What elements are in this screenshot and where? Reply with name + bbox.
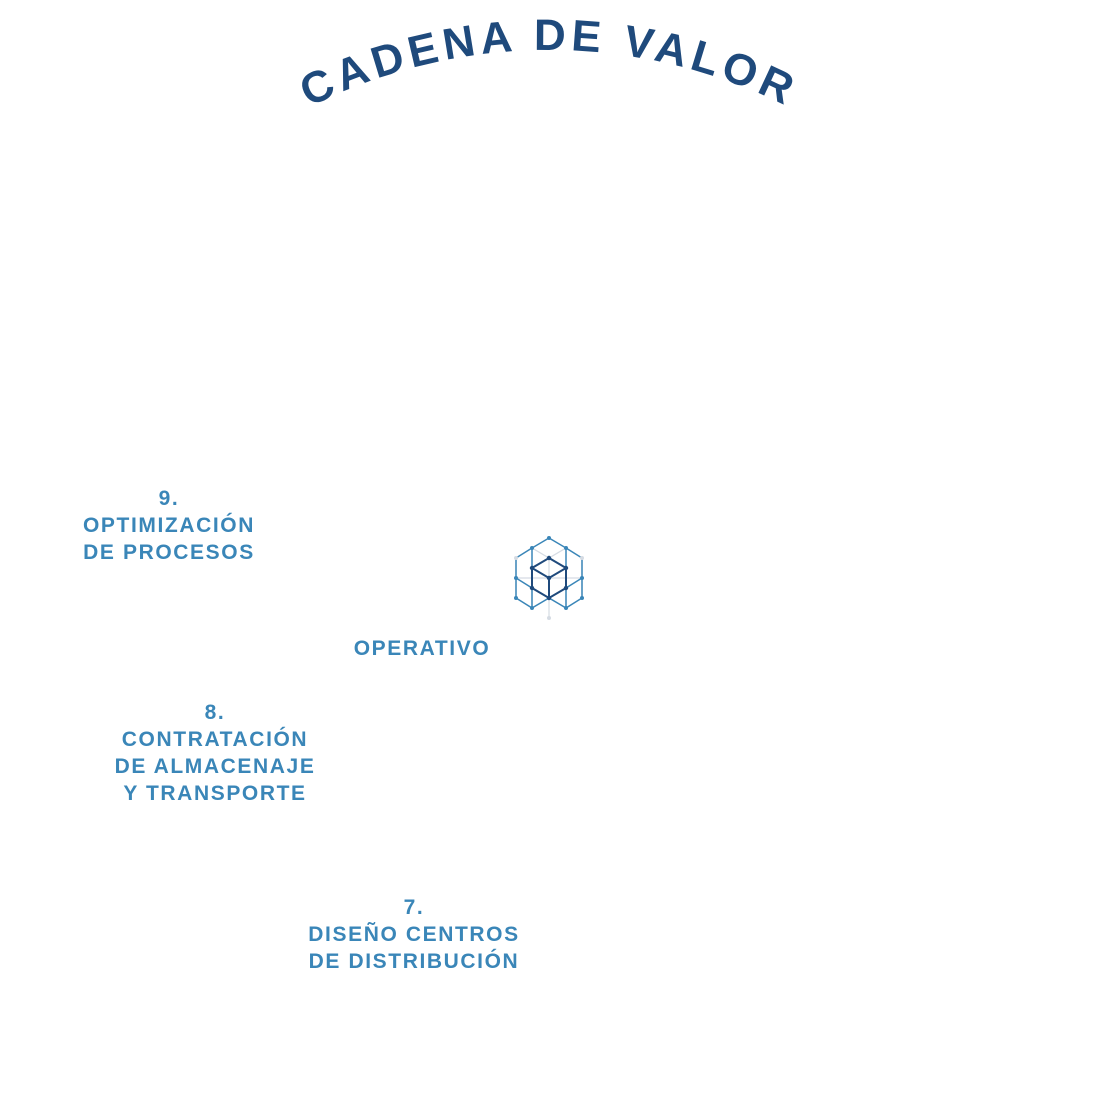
step-line: DE PROCESOS [83,541,255,564]
step-7: 7. DISEÑO CENTROS DE DISTRIBUCIÓN [308,894,519,975]
step-line: Y TRANSPORTE [123,782,307,805]
step-line: CONTRATACIÓN [121,728,309,751]
step-9: 9. OPTIMIZACIÓN DE PROCESOS [83,485,255,566]
step-number: 8. [204,701,226,724]
step-line: DE DISTRIBUCIÓN [308,950,520,973]
step-line: OPTIMIZACIÓN [82,514,256,537]
step-number: 7. [403,896,425,919]
title: CADENA DE VALOR [292,11,805,116]
cube-network-icon [514,536,584,620]
step-8: 8. CONTRATACIÓN DE ALMACENAJE Y TRANSPOR… [115,699,316,807]
step-line: DE ALMACENAJE [114,755,316,778]
step-line: DISEÑO CENTROS [308,923,520,946]
category-label: OPERATIVO [353,637,491,660]
step-number: 9. [158,487,180,510]
